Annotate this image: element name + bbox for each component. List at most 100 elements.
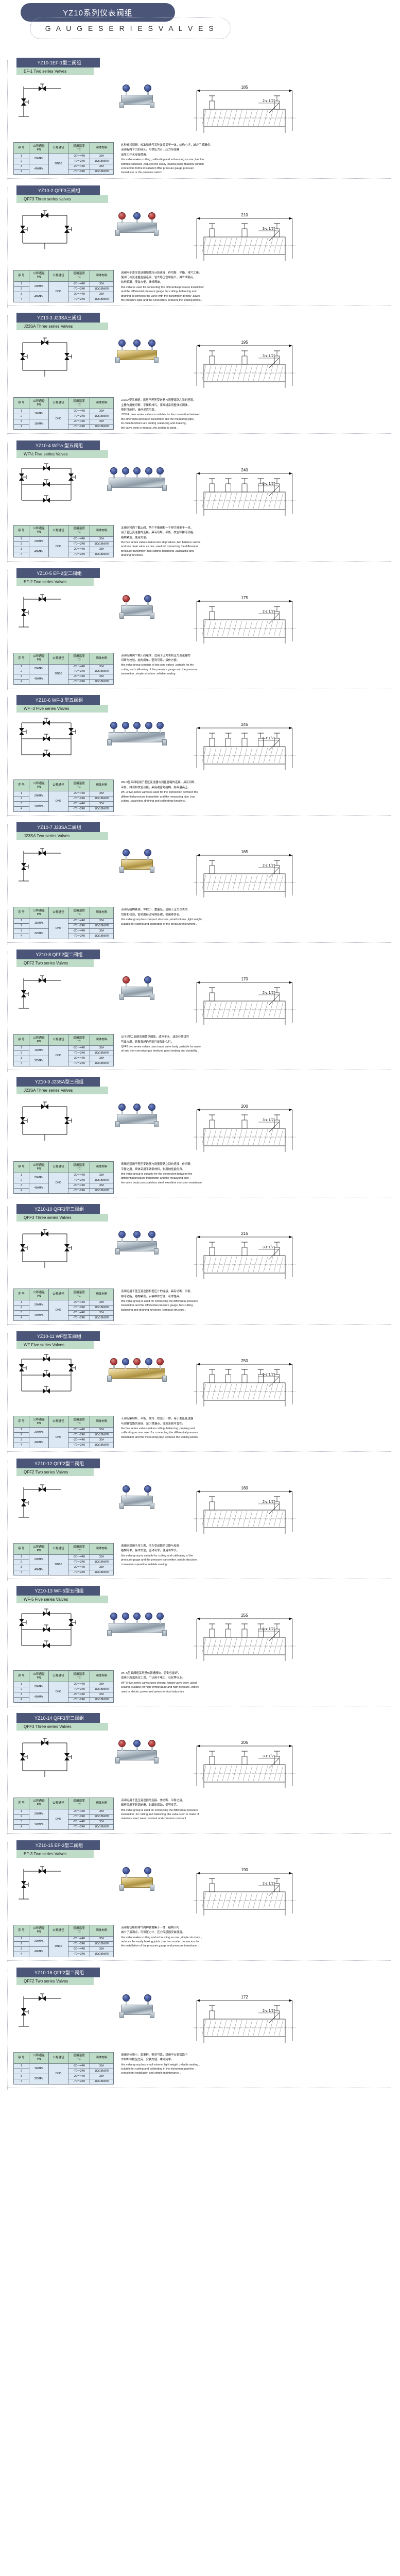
svg-text:250: 250 xyxy=(241,1359,248,1363)
section-divider xyxy=(7,561,391,562)
cell-material: 35# xyxy=(90,1056,114,1062)
spec-col-temp: 适用温度°C xyxy=(68,1670,90,1682)
page-title-cn: YZ10系列仪表阀组 xyxy=(63,8,133,18)
cell-no: 3 xyxy=(13,801,29,807)
description-line-cn: 该阀有两个凹形接头，可供压力计、压力传感器 xyxy=(121,148,180,152)
spec-col-temp: 适用温度°C xyxy=(68,779,90,792)
cell-no: 1 xyxy=(13,1173,29,1179)
cell-temp: -20～440 xyxy=(68,163,90,170)
valve-stem xyxy=(148,1363,149,1370)
cell-no: 4 xyxy=(13,1570,29,1575)
cell-pn: 20MPa xyxy=(29,1554,49,1566)
description-line-cn: 阀杆采用不锈钢制造，耐磨耐腐蚀，调节灵活。 xyxy=(121,1804,180,1807)
valve-stem xyxy=(151,217,153,224)
spec-col-dn: 公称通径 xyxy=(48,1924,68,1937)
cell-no: 1 xyxy=(13,154,29,159)
cell-no: 3 xyxy=(13,674,29,680)
description-line-cn: 五阀组将两个截止阀、两个平衡阀和一个排污阀集于一体， xyxy=(121,526,194,530)
cell-pn: 40MPa xyxy=(29,1946,49,1957)
svg-text:3-z 1/2": 3-z 1/2" xyxy=(263,354,275,358)
valve-handwheel xyxy=(144,849,151,857)
cell-no: 3 xyxy=(13,546,29,552)
valve-assembly xyxy=(115,1224,159,1256)
schematic-cell xyxy=(13,715,91,761)
svg-text:255: 255 xyxy=(241,1613,248,1618)
description-line-en: this valve group has compact structure ,… xyxy=(121,918,203,922)
valve-schematic-svg xyxy=(20,1738,72,1777)
cell-temp: -70～240 xyxy=(68,541,90,547)
cell-material: 1Cr18Ni9Ti xyxy=(90,296,114,302)
cell-material: 1Cr18Ni9Ti xyxy=(90,669,114,675)
valve-body xyxy=(117,222,157,233)
description-line-en: J23SA three series valves is suitable fo… xyxy=(121,413,200,417)
spec-col-no: 序 号 xyxy=(13,1543,29,1555)
section-rail xyxy=(7,570,8,690)
cell-pn: 16MPa xyxy=(29,419,49,430)
valve-handwheel xyxy=(118,1104,126,1111)
cell-no: 1 xyxy=(13,664,29,670)
spec-col-temp: 适用温度°C xyxy=(68,1161,90,1174)
product-photo xyxy=(91,1733,183,1765)
valve-stem xyxy=(113,472,115,479)
valve-handwheel xyxy=(121,1613,129,1620)
valve-stem xyxy=(148,1618,149,1624)
section-divider xyxy=(7,1833,391,1834)
cell-no: 2 xyxy=(13,1305,29,1311)
valve-stem xyxy=(147,1999,149,2006)
valve-body xyxy=(121,859,153,870)
description-line-en: suitable for cutting and calibrating of … xyxy=(121,922,197,926)
description-line-cn: 该阀组适用于压力表、压力变送器的切断与校验， xyxy=(121,1545,182,1548)
section-rail xyxy=(7,824,8,945)
cell-no: 3 xyxy=(13,1183,29,1189)
valve-stem xyxy=(151,1744,153,1751)
cell-no: 2 xyxy=(13,414,29,420)
cell-temp: -20～440 xyxy=(68,2063,90,2069)
cell-material: 35# xyxy=(90,1946,114,1952)
cell-no: 3 xyxy=(13,419,29,425)
cell-temp: -20～440 xyxy=(68,409,90,415)
cell-temp: -70～240 xyxy=(68,1570,90,1575)
product-photo xyxy=(91,1605,183,1637)
cell-material: 1Cr18Ni9Ti xyxy=(90,168,114,175)
valve-handwheel xyxy=(145,1613,152,1620)
cell-pn: 40MPa xyxy=(29,291,49,302)
product-photo xyxy=(91,205,183,237)
cell-temp: -20～440 xyxy=(68,1427,90,1433)
section-title-cn: YZ10-4 WF½ 型五阀组 xyxy=(16,440,100,450)
cell-temp: -70～240 xyxy=(68,2068,90,2074)
cell-no: 4 xyxy=(13,1061,29,1067)
schematic-cell xyxy=(13,842,91,888)
product-section-YZ10-15 EF-3: YZ10-15 EF-3型二阀组EF-3 Two series Valves19… xyxy=(0,1840,400,1968)
photo-cell xyxy=(91,1860,183,1892)
description-line-cn: 该阀组用于差压变送器的连接，作切断、平衡之用， xyxy=(121,1799,185,1802)
svg-text:2-z 1/2": 2-z 1/2" xyxy=(263,610,275,614)
cell-material: 35# xyxy=(90,291,114,297)
description-line-cn: 这种阀将切断、校准和排气三种装置集于一体，结构小巧，减少了易漏点。 xyxy=(121,144,213,147)
cell-no: 2 xyxy=(13,1814,29,1820)
cell-temp: -70～240 xyxy=(68,1305,90,1311)
valve-handwheel xyxy=(148,1739,155,1747)
product-description: QFF2型二阀组采用黄铜阀体，适用于水、油及非腐蚀性气体介质，具有良好的密封性能… xyxy=(121,1034,400,1054)
section-title-cn: YZ10-8 QFF2型二阀组 xyxy=(16,950,100,960)
cell-dn: DN6 xyxy=(48,791,68,812)
cell-material: 1Cr18Ni9Ti xyxy=(90,1432,114,1438)
